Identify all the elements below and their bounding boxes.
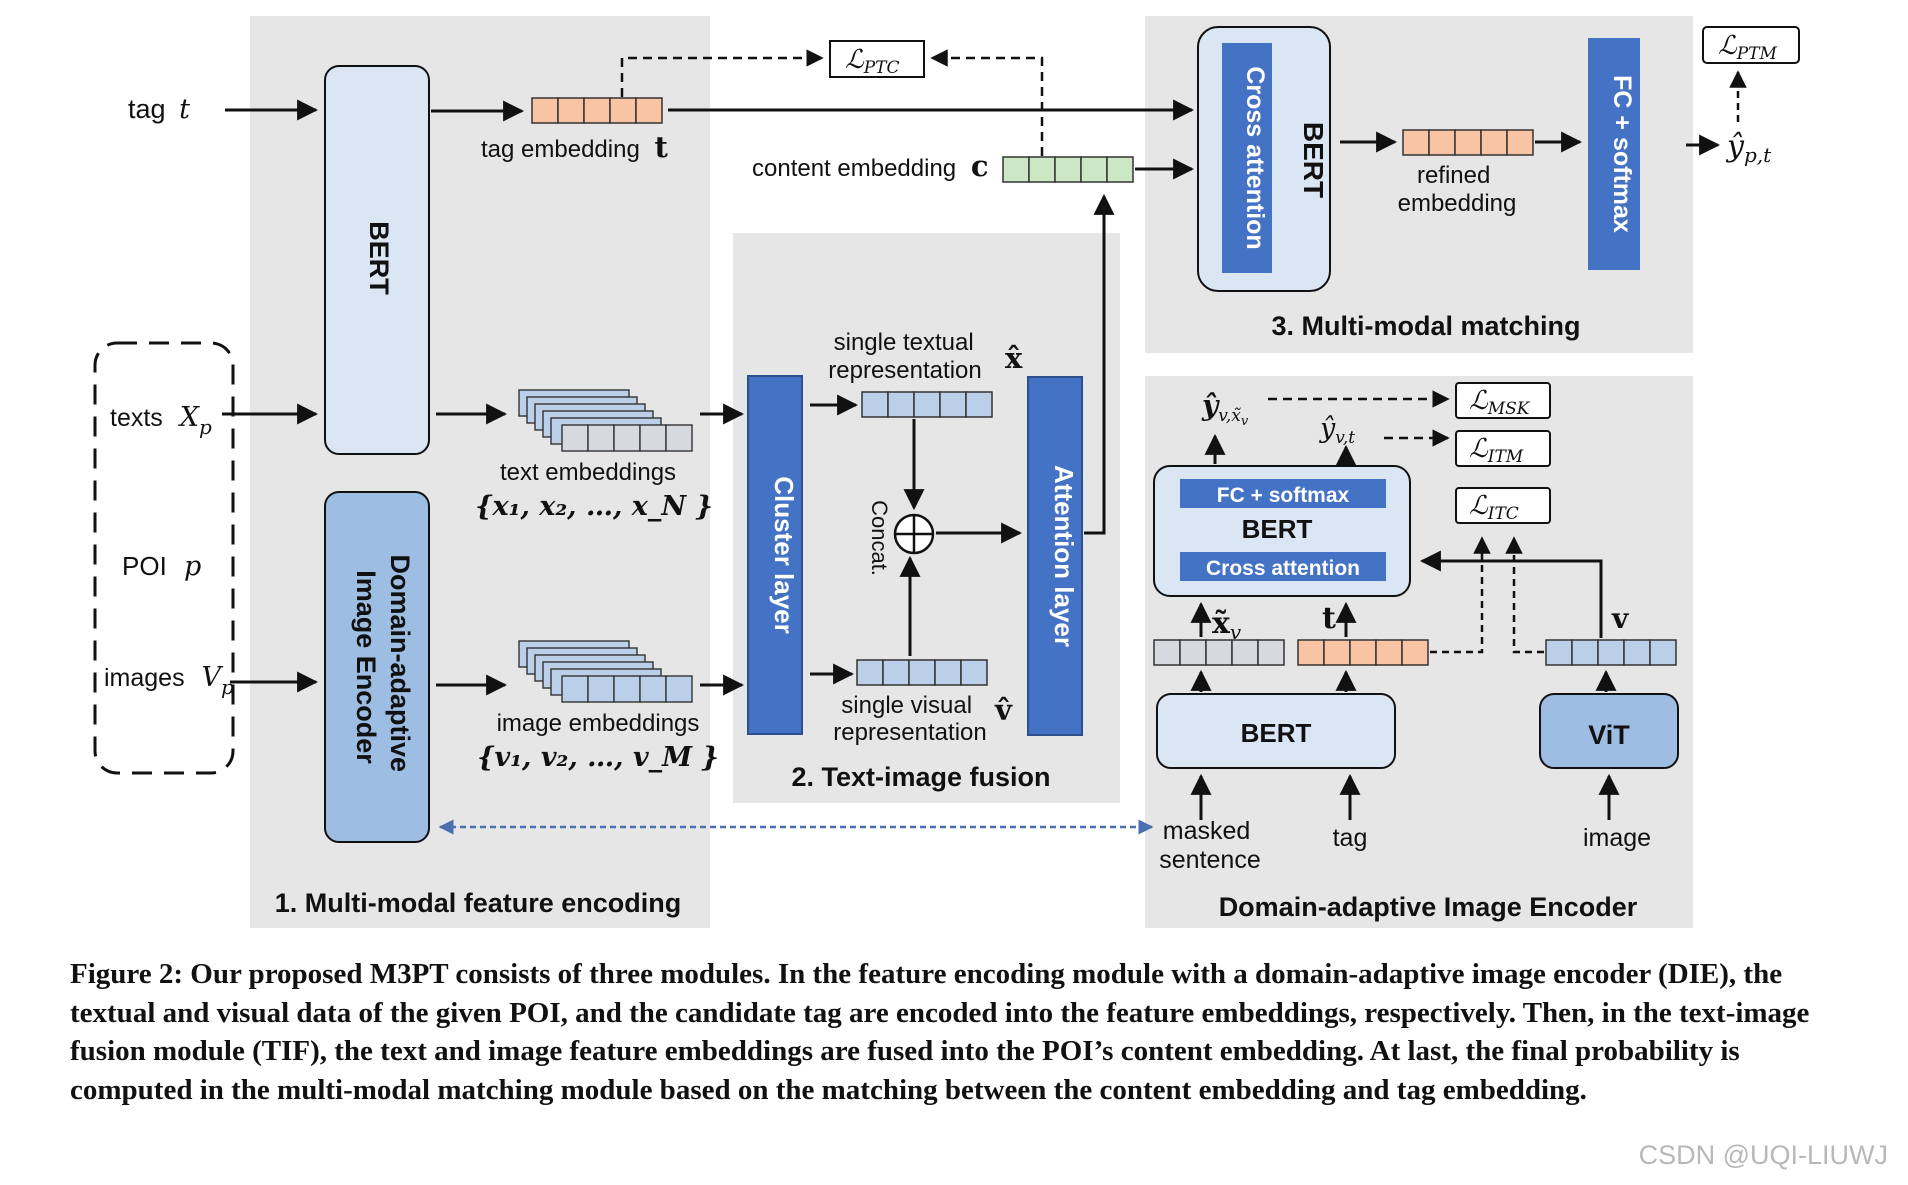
section-die-title: Domain-adaptive Image Encoder [1219,892,1638,922]
matching-bert-label: BERT [1298,122,1329,198]
content-embedding-vector [1002,156,1134,183]
text-embeddings-set: {x₁, x₂, …, x_N } [475,491,713,522]
arrow-attention-to-content [1084,193,1115,535]
die-encoder-label: Domain-adaptive Image Encoder [351,554,415,779]
single-visual-symbol: v̂ [994,693,1013,727]
bert-encoder-block [324,65,430,455]
tag-embedding-vector [531,97,663,124]
attention-layer-label: Attention layer [1049,465,1079,647]
die-tag-label: tag [1333,824,1368,852]
section-encoding-title: 1. Multi-modal feature encoding [275,888,682,918]
die-image-label: image [1583,824,1651,852]
loss-ptm-box [1702,26,1800,64]
output-yvx-label: ŷv,x̃v [1201,389,1249,429]
die-tag-vector [1297,639,1429,666]
die-x-label: x̃v [1212,606,1242,644]
die-encoder-block [324,491,430,843]
text-embeddings-label: text embeddings [500,459,676,486]
dashed-tag-vec-to-itc [1430,536,1491,654]
poi-input-label: POI p [122,551,201,582]
die-visual-vector [1545,639,1677,666]
die-fc-softmax-label: FC + softmax [1217,484,1350,507]
text-embeddings-stack [518,389,693,452]
loss-msk-label: ℒMSK [1469,386,1531,419]
loss-itc-label: ℒITC [1469,491,1519,524]
single-textual-vector [861,391,993,418]
tag-embedding-label: tag embedding t [481,130,668,164]
die-text-bert-label: BERT [1241,718,1312,748]
watermark: CSDN @UQI-LIUWJ [1638,1140,1888,1170]
die-fc-softmax-block [1180,479,1386,508]
image-embeddings-stack [518,640,693,703]
loss-ptm-label: ℒPTM [1718,31,1778,64]
section-fusion-title: 2. Text-image fusion [791,762,1050,792]
section-matching-title: 3. Multi-modal matching [1271,311,1580,341]
single-textual-label: single textual representation [828,329,981,384]
single-textual-symbol: x̂ [1005,341,1023,375]
image-embeddings-set: {v₁, v₂, …, v_M } [477,742,719,773]
content-embedding-label: content embedding c [752,149,989,183]
die-cross-attention-label: Cross attention [1206,557,1360,580]
loss-ptc-label: ℒPTC [845,45,900,78]
attention-layer-block [1027,376,1083,736]
vit-block [1539,693,1679,769]
die-masked-sentence-label: masked sentence [1159,817,1260,874]
die-masked-vector [1153,639,1285,666]
figure-caption: Figure 2: Our proposed M3PT consists of … [70,958,1810,1106]
images-input-label: images Vp [104,662,234,699]
arrow-visual-to-die-cross-attention [1419,550,1603,638]
cluster-layer-block [747,375,803,735]
refined-embedding-vector [1402,129,1534,156]
concat-operator-icon [893,513,935,555]
bert-encoder-label: BERT [364,221,394,295]
die-t-label: t [1322,601,1336,636]
matching-cross-attention-label: Cross attention [1241,66,1269,249]
loss-ptc-box [829,40,925,78]
dashed-tag-to-ptc [620,49,824,97]
texts-input-label: texts Xp [110,402,212,439]
die-bert-label: BERT [1242,514,1313,544]
matching-fc-softmax-block [1588,38,1640,270]
vit-label: ViT [1588,720,1630,750]
loss-itm-box [1455,430,1551,467]
loss-itc-box [1455,487,1551,524]
poi-input-group [93,341,235,775]
dashed-visual-vec-to-itc [1505,536,1544,654]
loss-msk-box [1455,382,1551,419]
image-embeddings-label: image embeddings [497,710,700,737]
die-v-label: v [1611,602,1629,635]
die-cross-attention-block [1180,552,1386,581]
matching-fc-softmax-label: FC + softmax [1608,75,1636,233]
tag-input-label: tag t [128,94,190,125]
die-text-bert-block [1156,693,1396,769]
single-visual-label: single visual representation [833,692,986,746]
cluster-layer-label: Cluster layer [769,476,799,634]
refined-embedding-label: refined embedding [1398,162,1517,217]
m3pt-diagram: 1. Multi-modal feature encoding 2. Text-… [93,16,1800,928]
output-yvt-label: ŷv,t [1319,413,1355,448]
dashed-content-to-ptc [930,49,1044,156]
single-visual-vector [856,659,988,686]
loss-itm-label: ℒITM [1469,434,1524,467]
matching-cross-attention-block [1222,43,1272,273]
output-prob-label: ŷp,t [1725,129,1772,167]
concat-label: Concat. [867,500,892,576]
